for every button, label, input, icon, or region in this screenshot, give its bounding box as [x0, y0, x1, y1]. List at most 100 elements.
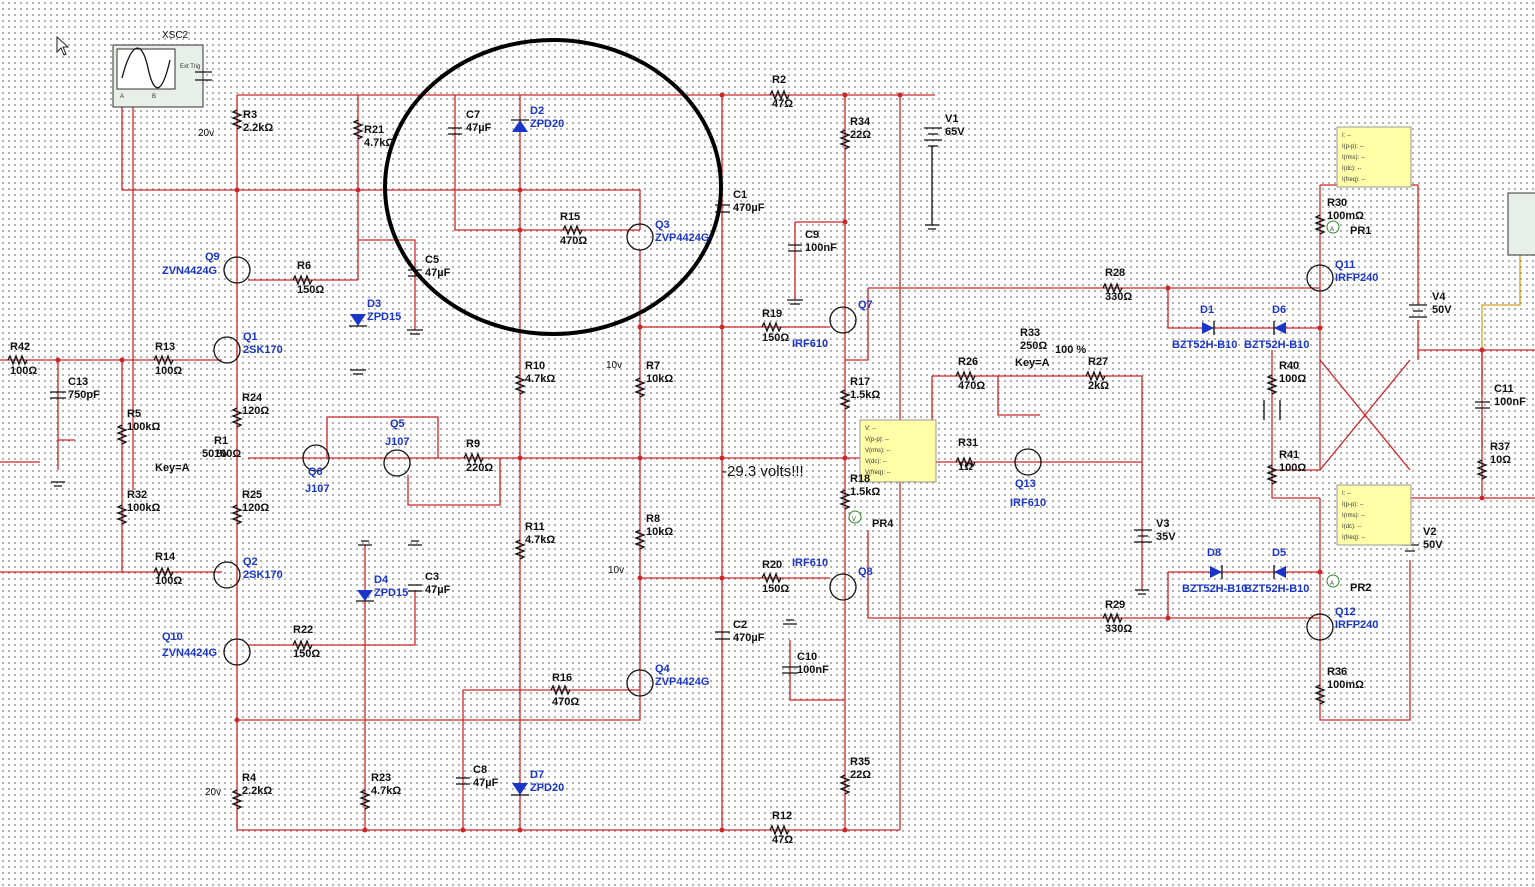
probe-pr2[interactable]: I: -- I(p-p): -- I(rms): -- I(dc): -- I(…: [1336, 484, 1412, 546]
part-value-q7: IRF610: [792, 338, 828, 350]
resistor-r24[interactable]: [231, 407, 243, 428]
label-10v-a: 10v: [606, 360, 622, 371]
resistor-r15[interactable]: [562, 224, 583, 236]
resistor-r5[interactable]: [116, 424, 128, 445]
resistor-r17[interactable]: [839, 389, 851, 410]
part-ref-d6: D6: [1272, 304, 1286, 316]
part-ref-c9: C9: [805, 229, 819, 241]
part-value-r20: 150Ω: [762, 583, 789, 595]
part-value-r6: 150Ω: [297, 284, 324, 296]
resistor-r40[interactable]: [1266, 374, 1278, 395]
part-ref-c8: C8: [473, 764, 487, 776]
part-value-r22: 150Ω: [293, 648, 320, 660]
resistor-r27[interactable]: [1085, 370, 1106, 382]
resistor-r37[interactable]: [1476, 459, 1488, 480]
part-value-r16: 470Ω: [552, 696, 579, 708]
r1-percent: 50 %: [202, 448, 227, 460]
part-ref-r17: R17: [850, 376, 870, 388]
highlight-circle: [383, 38, 723, 336]
wires: [0, 94, 1535, 831]
resistor-r25[interactable]: [231, 504, 243, 525]
resistor-r22[interactable]: [292, 639, 313, 651]
transistor-symbols: [213, 223, 1334, 697]
resistor-r32[interactable]: [116, 504, 128, 525]
resistor-r42[interactable]: [7, 354, 28, 366]
resistor-r8[interactable]: [634, 529, 646, 550]
part-ref-r3: R3: [243, 109, 257, 121]
resistor-r31[interactable]: [955, 456, 976, 468]
part-value-q4: ZVP4424G: [655, 676, 709, 688]
part-ref-q5: Q5: [390, 418, 405, 430]
resistor-r34[interactable]: [839, 129, 851, 150]
part-ref-q12: Q12: [1335, 606, 1356, 618]
resistor-r3[interactable]: [231, 109, 243, 130]
part-value-d6: BZT52H-B10: [1244, 339, 1309, 351]
part-value-r7: 10kΩ: [646, 373, 673, 385]
resistor-r9[interactable]: [463, 452, 484, 464]
resistor-r14[interactable]: [153, 566, 174, 578]
part-value-r40: 100Ω: [1279, 373, 1306, 385]
probe-pr4[interactable]: V: -- V(p-p): -- V(rms): -- V(dc): -- V(…: [859, 419, 937, 483]
part-value-r14: 100Ω: [155, 575, 182, 587]
oscilloscope-right[interactable]: [1507, 192, 1535, 256]
svg-text:I(p-p): --: I(p-p): --: [1342, 502, 1364, 508]
resistor-r35[interactable]: [839, 774, 851, 795]
resistor-r16[interactable]: [550, 684, 571, 696]
part-ref-r15: R15: [560, 211, 580, 223]
part-ref-d3: D3: [367, 298, 381, 310]
resistor-r36[interactable]: [1314, 684, 1326, 705]
part-value-d2: ZPD20: [530, 118, 564, 130]
part-value-d7: ZPD20: [530, 782, 564, 794]
svg-text:V(rms): --: V(rms): --: [865, 448, 890, 454]
part-value-d4: ZPD15: [374, 587, 408, 599]
part-ref-r32: R32: [127, 489, 147, 501]
ground-symbols: [51, 299, 1149, 625]
part-ref-r35: R35: [850, 756, 870, 768]
resistor-r19[interactable]: [761, 321, 782, 333]
resistor-r6[interactable]: [292, 274, 313, 286]
part-value-r36: 100mΩ: [1327, 679, 1364, 691]
part-ref-v1: V1: [945, 113, 958, 125]
resistor-r29[interactable]: [1102, 612, 1123, 624]
part-ref-q8: Q8: [858, 566, 873, 578]
resistor-r26[interactable]: [955, 370, 976, 382]
resistor-r7[interactable]: [634, 377, 646, 398]
part-ref-c3: C3: [425, 571, 439, 583]
part-value-c10: 100nF: [797, 664, 829, 676]
resistor-r20[interactable]: [761, 572, 782, 584]
resistor-r28[interactable]: [1102, 282, 1123, 294]
resistor-r41[interactable]: [1266, 464, 1278, 485]
part-value-c9: 100nF: [805, 242, 837, 254]
part-ref-r41: R41: [1279, 449, 1299, 461]
probe-pr1[interactable]: I: -- I(p-p): -- I(rms): -- I(dc): -- I(…: [1336, 126, 1412, 188]
resistor-r12[interactable]: [769, 824, 790, 836]
battery-symbols: [924, 127, 1427, 552]
part-value-r11: 4.7kΩ: [525, 534, 555, 546]
part-value-c5: 47µF: [425, 267, 451, 279]
scope-ch-a: A: [120, 94, 124, 100]
pr1-label: PR1: [1350, 225, 1371, 237]
probe-markers: A A V PR1 PR2 PR4: [848, 220, 1371, 594]
part-ref-v4: V4: [1432, 291, 1446, 303]
resistor-r13[interactable]: [153, 354, 174, 366]
resistor-r4[interactable]: [231, 789, 243, 810]
part-ref-d7: D7: [530, 769, 544, 781]
part-value-v1: 65V: [945, 126, 965, 138]
pr4-label: PR4: [872, 518, 894, 530]
resistor-r23[interactable]: [359, 789, 371, 810]
part-value-c13: 750pF: [68, 389, 100, 401]
resistor-r11[interactable]: [514, 539, 526, 560]
resistor-r10[interactable]: [514, 374, 526, 395]
resistor-r30[interactable]: [1314, 214, 1326, 235]
pr2-label: PR2: [1350, 582, 1371, 594]
oscilloscope-xsc2[interactable]: XSC2 Ext Trig A B: [112, 30, 212, 108]
part-ref-r25: R25: [242, 489, 262, 501]
part-value-v4: 50V: [1432, 304, 1452, 316]
part-value-r31: 1Ω: [958, 461, 973, 473]
resistor-r21[interactable]: [352, 119, 364, 140]
part-value-r15: 470Ω: [560, 235, 587, 247]
resistor-r2[interactable]: [769, 89, 790, 101]
resistor-r18[interactable]: [839, 489, 851, 510]
part-ref-r22: R22: [293, 624, 313, 636]
